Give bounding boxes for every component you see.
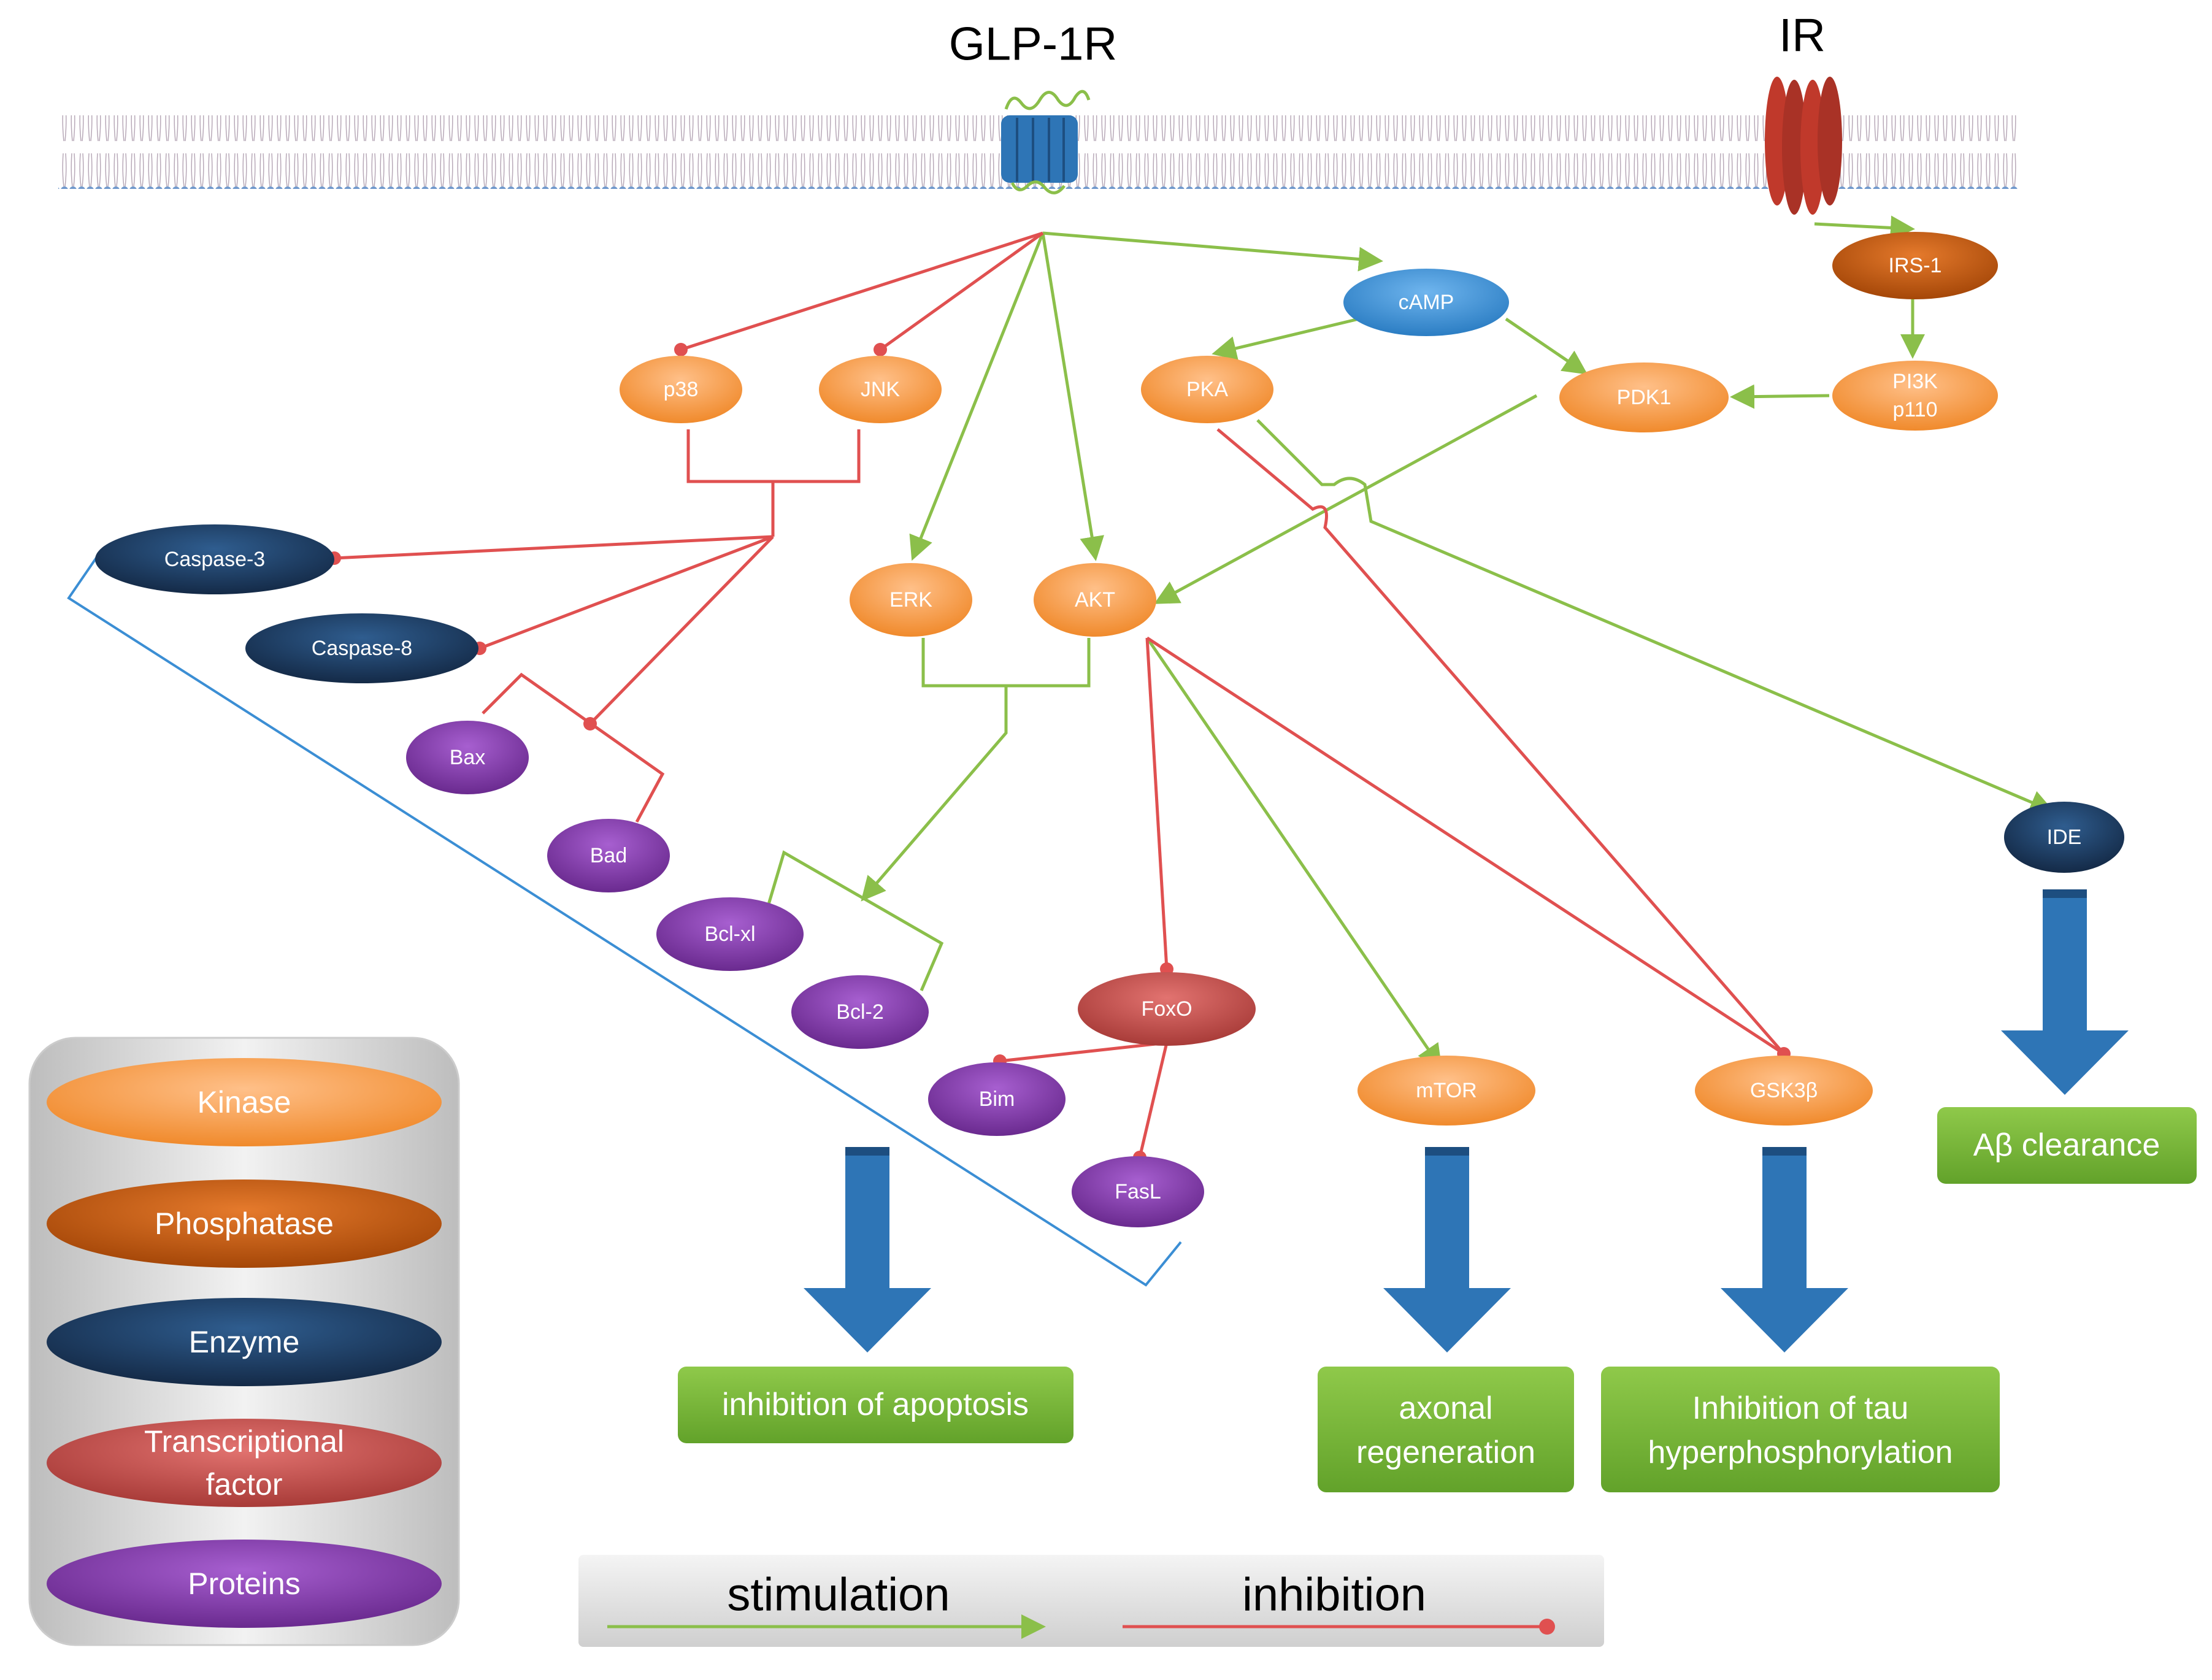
node-ide[interactable]: IDE [2004, 802, 2124, 873]
inhibition-edges [328, 231, 1791, 1164]
node-p38-label: p38 [664, 378, 699, 401]
node-pi3k-label-1: PI3K [1892, 370, 1938, 393]
node-bclxl-label: Bcl-xl [704, 922, 755, 946]
node-bax-label: Bax [450, 746, 486, 769]
node-pdk1[interactable]: PDK1 [1559, 362, 1729, 432]
big-arrow-apoptosis [804, 1147, 931, 1352]
legend-kinase: Kinase [47, 1058, 442, 1146]
node-gsk3b[interactable]: GSK3β [1695, 1056, 1873, 1126]
node-mtor-label: mTOR [1416, 1079, 1477, 1102]
node-irs1[interactable]: IRS-1 [1832, 232, 1998, 299]
node-p38[interactable]: p38 [620, 356, 742, 423]
legend-proteins: Proteins [47, 1540, 442, 1628]
legend-phosphatase: Phosphatase [47, 1179, 442, 1268]
node-erk-label: ERK [889, 588, 932, 612]
node-camp-label: cAMP [1399, 291, 1454, 314]
legend-kinase-label: Kinase [198, 1085, 291, 1119]
legend-tf-label-1: Transcriptional [144, 1424, 344, 1459]
outcome-abeta-box: Aβ clearance [1937, 1107, 2197, 1184]
legend-enzyme: Enzyme [47, 1298, 442, 1386]
outcome-abeta-label: Aβ clearance [1973, 1127, 2160, 1163]
node-bclxl[interactable]: Bcl-xl [656, 897, 804, 971]
node-bad-label: Bad [590, 844, 628, 867]
node-caspase8-label: Caspase-8 [312, 637, 412, 660]
node-gsk3b-label: GSK3β [1750, 1079, 1818, 1102]
outcome-axonal-box: axonal regeneration [1318, 1367, 1574, 1492]
node-pi3k-label-2: p110 [1892, 398, 1937, 421]
node-pdk1-label: PDK1 [1617, 386, 1672, 409]
insulin-receptor-icon [1765, 77, 1842, 215]
outcome-apoptosis-label: inhibition of apoptosis [722, 1387, 1029, 1422]
node-jnk-label: JNK [861, 378, 901, 401]
legend-proteins-label: Proteins [188, 1567, 300, 1601]
node-bim[interactable]: Bim [928, 1062, 1066, 1136]
node-bim-label: Bim [979, 1087, 1015, 1111]
node-pka-label: PKA [1186, 378, 1228, 401]
node-akt-label: AKT [1075, 588, 1115, 612]
node-erk[interactable]: ERK [850, 563, 972, 637]
node-fasl-label: FasL [1115, 1180, 1161, 1203]
big-arrow-axonal [1383, 1147, 1511, 1352]
apoptosis-bracket [67, 556, 1182, 1287]
node-bcl2-label: Bcl-2 [836, 1000, 883, 1024]
legend-enzyme-label: Enzyme [189, 1325, 300, 1359]
big-arrow-abeta [2001, 889, 2129, 1095]
node-bcl2[interactable]: Bcl-2 [791, 975, 929, 1049]
node-bad[interactable]: Bad [547, 819, 670, 892]
glp1r-label: GLP-1R [949, 18, 1118, 71]
outcome-axonal-label-2: regeneration [1356, 1435, 1535, 1470]
legend-tf-label-2: factor [205, 1467, 282, 1502]
node-fasl[interactable]: FasL [1072, 1156, 1204, 1227]
edge-key: stimulation inhibition [578, 1555, 1604, 1647]
key-stimulation-label: stimulation [727, 1569, 950, 1621]
node-pi3k[interactable]: PI3K p110 [1832, 361, 1998, 431]
node-caspase3-label: Caspase-3 [164, 548, 265, 571]
stimulation-edges [759, 215, 2055, 1070]
node-camp[interactable]: cAMP [1343, 269, 1509, 336]
outcome-tau-label-1: Inhibition of tau [1692, 1390, 1909, 1426]
node-akt[interactable]: AKT [1034, 563, 1156, 637]
ir-label: IR [1779, 10, 1826, 62]
outcome-tau-label-2: hyperphosphorylation [1648, 1435, 1953, 1470]
node-pka[interactable]: PKA [1141, 356, 1273, 423]
outcome-tau-box: Inhibition of tau hyperphosphorylation [1601, 1367, 2000, 1492]
outcome-axonal-label-1: axonal [1399, 1390, 1492, 1426]
legend-phosphatase-label: Phosphatase [155, 1206, 334, 1241]
node-mtor[interactable]: mTOR [1358, 1056, 1535, 1126]
node-foxo[interactable]: FoxO [1078, 972, 1256, 1046]
node-foxo-label: FoxO [1141, 997, 1192, 1021]
legend-panel: Kinase Phosphatase Enzyme Transcriptiona… [28, 1037, 460, 1646]
node-caspase3[interactable]: Caspase-3 [95, 524, 334, 594]
big-arrow-tau [1721, 1147, 1848, 1352]
node-irs1-label: IRS-1 [1889, 254, 1942, 277]
outcome-apoptosis-box: inhibition of apoptosis [678, 1367, 1073, 1443]
node-jnk[interactable]: JNK [819, 356, 942, 423]
legend-transcription-factor: Transcriptional factor [47, 1419, 442, 1507]
key-inhibition-label: inhibition [1242, 1569, 1426, 1621]
node-bax[interactable]: Bax [406, 721, 529, 794]
glp1r-receptor-icon [1001, 90, 1091, 194]
node-caspase8[interactable]: Caspase-8 [245, 613, 478, 683]
node-ide-label: IDE [2047, 826, 2082, 849]
